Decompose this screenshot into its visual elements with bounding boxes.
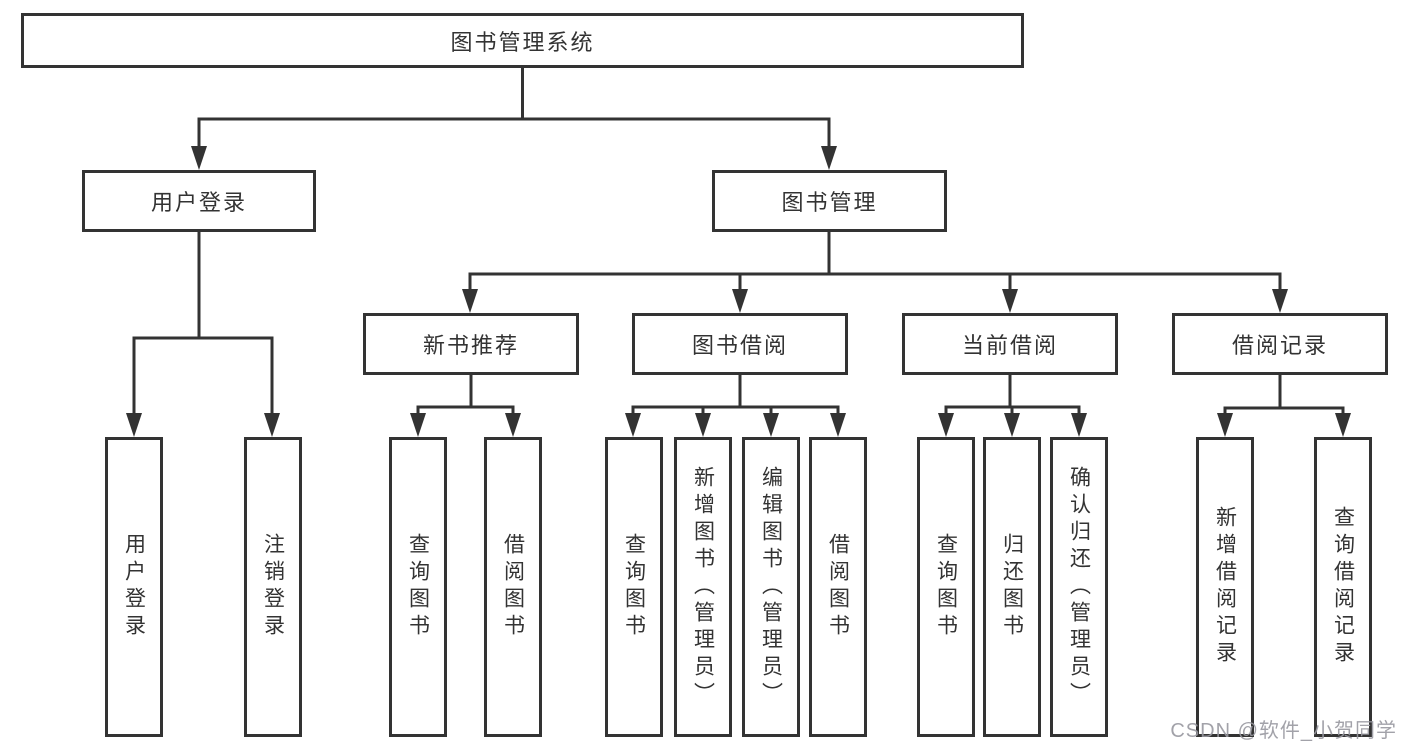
node-leaf-recommend-query-books-label: 查询图书 [406,533,430,641]
node-leaf-borrow-query-books-label: 查询图书 [622,533,646,641]
node-borrowing-records: 借阅记录 [1172,313,1388,375]
node-borrowing-records-label: 借阅记录 [1231,333,1328,358]
connector-paths [132,68,1345,415]
node-leaf-current-query-books: 查询图书 [917,437,975,737]
node-leaf-logout-label: 注销登录 [261,533,285,641]
node-new-book-recommend-label: 新书推荐 [422,333,519,358]
node-leaf-borrow-borrow-books: 借阅图书 [809,437,867,737]
node-leaf-current-return-books-label: 归还图书 [1000,533,1024,641]
node-root: 图书管理系统 [21,13,1024,68]
node-leaf-current-confirm-return-admin-label: 确认归还（管理员） [1067,465,1091,709]
node-root-label: 图书管理系统 [450,29,595,55]
node-book-borrowing-label: 图书借阅 [691,333,788,358]
node-leaf-user-login-label: 用户登录 [122,533,146,641]
node-current-borrowing-label: 当前借阅 [961,333,1058,358]
node-leaf-borrow-add-books-admin-label: 新增图书（管理员） [691,465,715,709]
node-leaf-records-add-record-label: 新增借阅记录 [1213,506,1237,668]
node-leaf-user-login: 用户登录 [105,437,163,737]
node-leaf-logout: 注销登录 [244,437,302,737]
node-leaf-current-query-books-label: 查询图书 [934,533,958,641]
node-leaf-borrow-edit-books-admin: 编辑图书（管理员） [742,437,800,737]
node-book-management-label: 图书管理 [781,190,878,215]
node-book-management: 图书管理 [712,170,947,232]
node-leaf-borrow-borrow-books-label: 借阅图书 [826,533,850,641]
node-leaf-recommend-borrow-books-label: 借阅图书 [501,533,525,641]
node-new-book-recommend: 新书推荐 [363,313,579,375]
node-book-borrowing: 图书借阅 [632,313,848,375]
node-leaf-recommend-borrow-books: 借阅图书 [484,437,542,737]
node-leaf-records-query-record-label: 查询借阅记录 [1331,506,1355,668]
node-leaf-records-add-record: 新增借阅记录 [1196,437,1254,737]
node-leaf-borrow-edit-books-admin-label: 编辑图书（管理员） [759,465,783,709]
csdn-watermark: CSDN @软件_小贺同学 [1170,720,1397,742]
node-user-login-branch-label: 用户登录 [150,190,247,215]
node-current-borrowing: 当前借阅 [902,313,1118,375]
node-leaf-current-confirm-return-admin: 确认归还（管理员） [1050,437,1108,737]
node-leaf-records-query-record: 查询借阅记录 [1314,437,1372,737]
node-leaf-recommend-query-books: 查询图书 [389,437,447,737]
node-leaf-borrow-query-books: 查询图书 [605,437,663,737]
node-leaf-borrow-add-books-admin: 新增图书（管理员） [674,437,732,737]
node-user-login-branch: 用户登录 [82,170,316,232]
arrowheads [126,146,1351,437]
node-leaf-current-return-books: 归还图书 [983,437,1041,737]
